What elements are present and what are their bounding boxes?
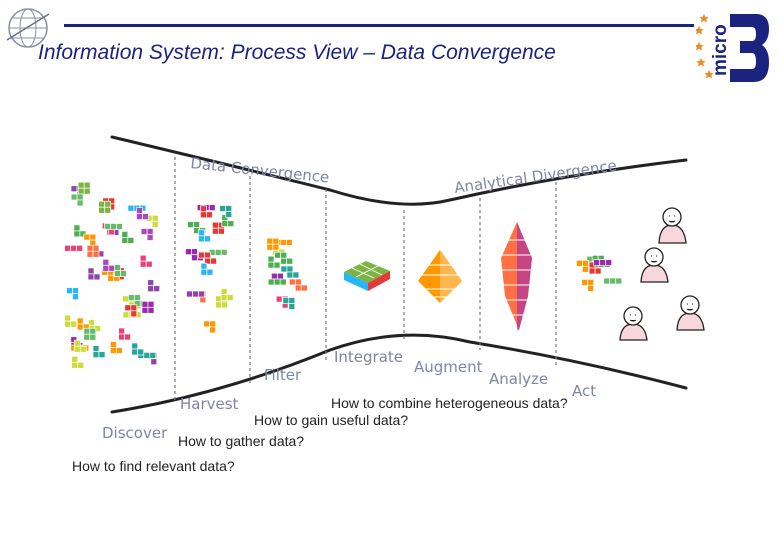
micro3-logo: micro [696, 14, 769, 82]
data-block [76, 317, 90, 331]
data-block [267, 255, 281, 269]
data-block [124, 304, 138, 318]
data-block [147, 279, 161, 293]
label-step-discover: Discover [102, 424, 168, 442]
data-block [121, 231, 135, 244]
data-block [83, 327, 97, 341]
data-block [200, 262, 214, 276]
question-combine-data: How to combine heterogeneous data? [331, 395, 568, 411]
data-block [141, 300, 155, 314]
data-block [140, 228, 154, 241]
data-block [114, 264, 127, 277]
data-block [219, 205, 233, 218]
block-cloud-discover [64, 181, 161, 369]
data-block [198, 229, 211, 243]
data-block [212, 221, 225, 235]
person-icon-4 [619, 306, 648, 341]
data-block [221, 214, 235, 227]
data-block [139, 254, 153, 268]
logo-three-icon [730, 14, 769, 82]
logo-text: micro [710, 24, 731, 76]
data-block [64, 244, 83, 252]
data-block [593, 259, 613, 266]
data-block [64, 314, 78, 328]
data-block [73, 339, 87, 353]
data-block [266, 237, 280, 251]
data-block [70, 193, 84, 207]
person-icon-2 [640, 247, 669, 283]
data-block [200, 205, 213, 219]
block-cloud-harvest [185, 204, 235, 334]
data-block [66, 287, 79, 301]
data-block [77, 181, 91, 195]
data-block [86, 244, 100, 258]
data-block [288, 278, 308, 292]
question-gather-data: How to gather data? [178, 433, 305, 449]
data-block [198, 251, 217, 265]
label-analytical-divergence: Analytical Divergence [453, 156, 618, 197]
data-block [280, 265, 300, 279]
data-block [208, 249, 228, 256]
globe-logo-icon [6, 8, 50, 48]
data-block [136, 207, 149, 220]
title-underline [64, 24, 694, 27]
data-block [104, 223, 123, 230]
data-block [92, 345, 106, 359]
page-title: Information System: Process View – Data … [38, 41, 556, 64]
integrate-cube-icon [344, 261, 390, 291]
data-block [581, 279, 595, 292]
data-block [203, 320, 216, 334]
data-block [274, 251, 294, 265]
augment-pyramid-icon [418, 250, 462, 303]
data-block [603, 277, 623, 285]
person-icon-3 [676, 295, 705, 331]
data-block [98, 200, 112, 214]
data-block [118, 327, 131, 341]
data-block [145, 214, 159, 228]
label-step-act: Act [572, 382, 596, 400]
data-block [87, 267, 101, 281]
data-block [110, 341, 123, 354]
data-block [131, 342, 145, 356]
label-step-analyze: Analyze [489, 370, 548, 388]
block-cloud-act [576, 255, 623, 292]
label-step-integrate: Integrate [334, 348, 403, 366]
funnel-top-curve [110, 135, 688, 206]
data-block [102, 258, 116, 272]
funnel-bottom-curve [110, 333, 688, 414]
logo-stars-icon [696, 14, 714, 79]
data-block [220, 288, 234, 301]
phase-dividers [174, 157, 557, 400]
analyze-tower-icon [501, 222, 532, 330]
data-block [71, 355, 85, 369]
data-block [83, 233, 97, 247]
label-data-convergence: Data Convergence [190, 154, 331, 186]
data-block [267, 278, 287, 286]
label-step-filter: Filter [264, 366, 302, 384]
block-cloud-filter [266, 237, 308, 310]
question-find-data: How to find relevant data? [72, 458, 235, 474]
person-icon-1 [658, 207, 687, 244]
label-step-augment: Augment [414, 358, 483, 376]
question-gain-data: How to gain useful data? [254, 412, 409, 428]
data-block [282, 297, 296, 310]
data-block [186, 290, 205, 298]
label-step-harvest: Harvest [180, 395, 239, 413]
